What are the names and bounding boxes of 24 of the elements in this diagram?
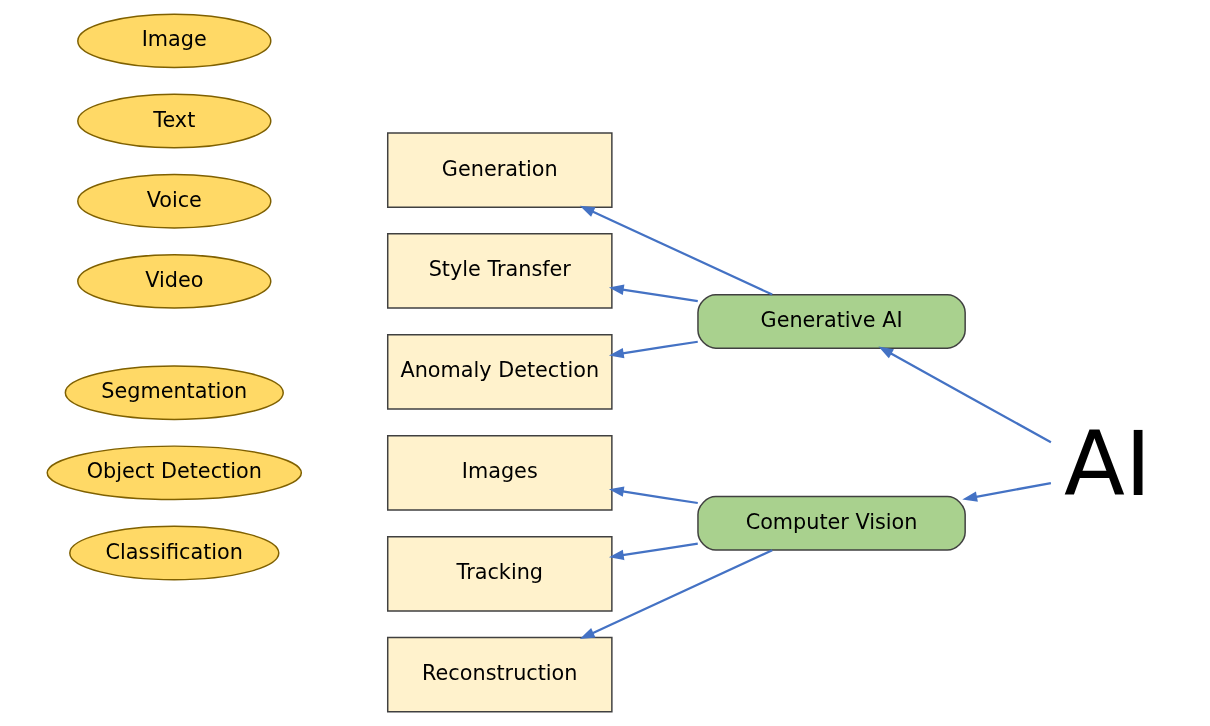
arrow (608, 340, 698, 359)
node-box: Images (386, 435, 613, 511)
node-ellipse: Segmentation (64, 365, 284, 421)
arrow (608, 542, 698, 561)
node-box: Computer Vision (696, 495, 966, 551)
node-box: Style Transfer (386, 233, 613, 309)
node-box: Tracking (386, 535, 613, 612)
node-box: Generation (386, 132, 613, 208)
node-box: Reconstruction (386, 636, 613, 713)
arrow (608, 486, 698, 505)
node-text: AI (1063, 412, 1151, 517)
arrow (877, 346, 1051, 444)
arrow (579, 549, 773, 639)
arrow (961, 481, 1051, 502)
node-ellipse: Classification (68, 525, 279, 581)
arrow (608, 284, 698, 303)
node-ellipse: Object Detection (46, 445, 302, 501)
arrow (579, 205, 773, 296)
node-ellipse: Image (76, 13, 271, 69)
node-box: Anomaly Detection (386, 334, 613, 410)
node-ellipse: Voice (76, 173, 271, 229)
node-ellipse: Text (76, 93, 271, 149)
node-box: Generative AI (696, 294, 966, 349)
node-ellipse: Video (76, 253, 271, 309)
